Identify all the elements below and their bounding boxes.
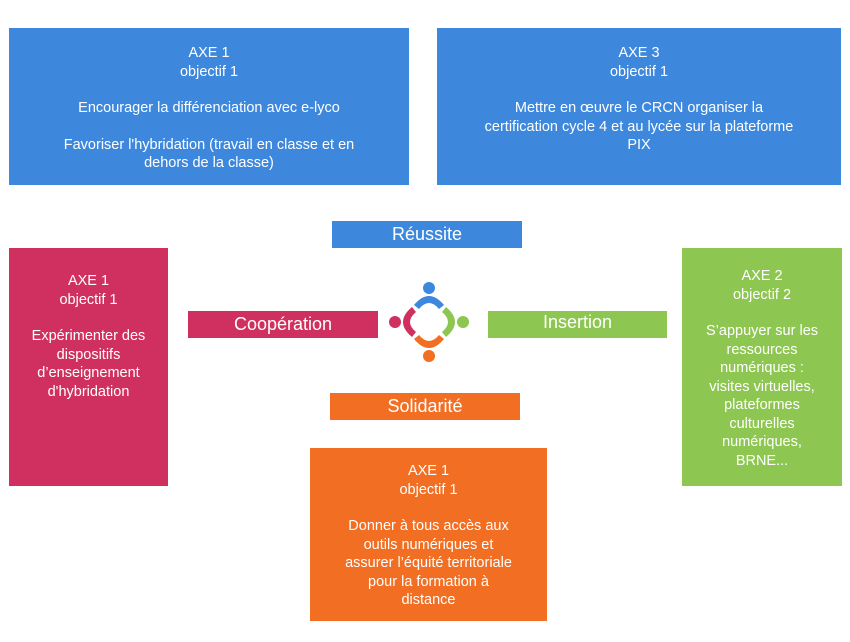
- box-text: Donner à tous accès aux outils numérique…: [345, 518, 512, 608]
- axe3-crcn-box: AXE 3 objectif 1 Mettre en œuvre le CRCN…: [437, 28, 841, 185]
- blue-person-icon: [414, 282, 444, 309]
- axe2-ressources-box: AXE 2 objectif 2 S’appuyer sur les resso…: [682, 248, 842, 486]
- people-circle-icon: [389, 282, 469, 362]
- box-text: Encourager la différenciation avec e-lyc…: [78, 100, 340, 116]
- box-text: S’appuyer sur les ressources numériques …: [705, 323, 819, 469]
- box-heading: AXE 1 objectif 1: [399, 463, 458, 498]
- orange-person-icon: [414, 335, 444, 362]
- red-person-icon: [389, 307, 416, 337]
- label-cooperation: Coopération: [188, 311, 378, 338]
- axe1-hybridation-box: AXE 1 objectif 1 Expérimenter des dispos…: [9, 248, 168, 486]
- box-heading: AXE 3 objectif 1: [609, 45, 669, 80]
- label-insertion: Insertion: [488, 311, 667, 338]
- box-heading: AXE 1 objectif 1: [59, 273, 118, 308]
- box-text: Mettre en œuvre le CRCN organiser la cer…: [484, 100, 794, 153]
- label-reussite: Réussite: [332, 221, 522, 248]
- box-heading: AXE 2 objectif 2: [732, 268, 792, 303]
- axe1-differenciation-box: AXE 1 objectif 1 Encourager la différenc…: [9, 28, 409, 185]
- box-heading: AXE 1 objectif 1: [179, 45, 239, 80]
- label-solidarite: Solidarité: [330, 393, 520, 420]
- box-text: Favoriser l'hybridation (travail en clas…: [63, 136, 355, 172]
- box-text: Expérimenter des dispositifs d’enseignem…: [31, 328, 146, 400]
- green-person-icon: [442, 307, 469, 337]
- axe1-equite-box: AXE 1 objectif 1 Donner à tous accès aux…: [310, 448, 547, 621]
